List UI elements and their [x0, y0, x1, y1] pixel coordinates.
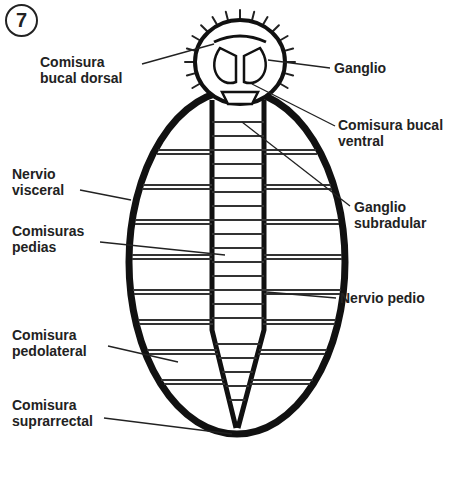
part-label: Nervio pedio — [340, 290, 450, 306]
part-label: Comisura bucal dorsal — [40, 54, 140, 86]
figure-number-circle: 7 — [5, 4, 38, 37]
part-label: Ganglio subradular — [354, 199, 450, 231]
part-label: Comisura pedolateral — [12, 327, 112, 359]
part-label: Comisura bucal ventral — [338, 117, 448, 149]
callout-number: 7 — [16, 9, 27, 32]
part-label: Nervio visceral — [12, 166, 92, 198]
part-label: Ganglio — [334, 60, 444, 76]
part-label: Comisura suprarrectal — [12, 397, 112, 429]
part-label: Comisuras pedias — [12, 223, 104, 255]
